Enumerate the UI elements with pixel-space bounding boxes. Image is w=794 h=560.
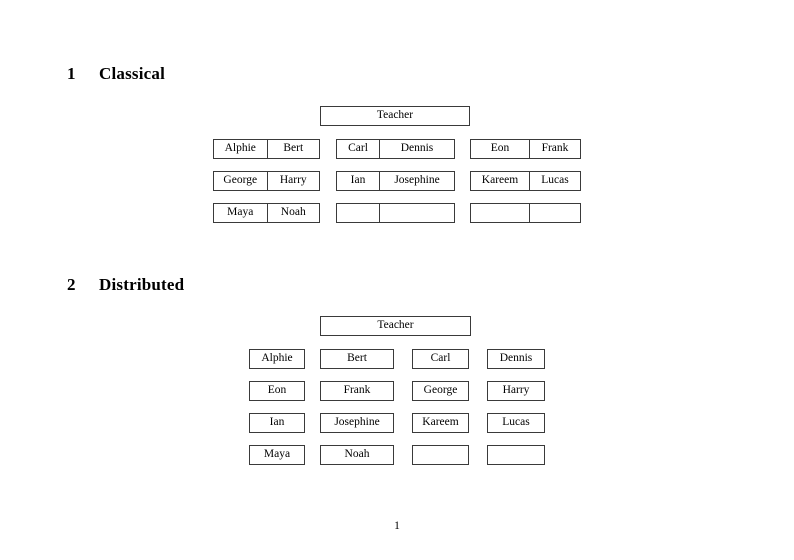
student-cell[interactable]: Josephine [379, 172, 454, 190]
student-cell[interactable]: Frank [529, 140, 580, 158]
student-cell[interactable]: Harry [266, 172, 320, 190]
section-heading-classical: 1 Classical [67, 64, 165, 84]
student-cell[interactable]: Carl [348, 142, 368, 155]
student-box[interactable]: Noah [320, 445, 394, 465]
student-cell[interactable] [337, 204, 379, 222]
student-box[interactable]: Ian [249, 413, 305, 433]
student-cell[interactable]: Noah [266, 204, 320, 222]
classical-group-2-row-1[interactable]: Carl Dennis [336, 139, 455, 159]
student-box[interactable]: Maya [249, 445, 305, 465]
classical-group-1-row-2[interactable]: George Harry [213, 171, 320, 191]
student-cell[interactable]: Eon [490, 142, 510, 155]
student-box[interactable]: Kareem [412, 413, 469, 433]
section-number: 2 [67, 275, 76, 294]
student-box[interactable]: Bert [320, 349, 394, 369]
section-title: Classical [99, 64, 166, 83]
student-box[interactable]: Frank [320, 381, 394, 401]
student-box[interactable]: Alphie [249, 349, 305, 369]
student-box[interactable]: Harry [487, 381, 545, 401]
page-number: 1 [394, 520, 400, 532]
student-cell[interactable]: George [223, 174, 258, 187]
classical-group-1-row-3[interactable]: Maya Noah [213, 203, 320, 223]
classical-group-3-row-2[interactable]: Kareem Lucas [470, 171, 581, 191]
student-box[interactable] [412, 445, 469, 465]
classical-group-2-row-2[interactable]: Ian Josephine [336, 171, 455, 191]
distributed-teacher-box[interactable]: Teacher [320, 316, 471, 336]
student-cell[interactable] [379, 204, 454, 222]
student-box[interactable]: Carl [412, 349, 469, 369]
student-box[interactable]: George [412, 381, 469, 401]
section-heading-distributed: 2 Distributed [67, 275, 184, 295]
student-box[interactable]: Josephine [320, 413, 394, 433]
student-cell[interactable] [471, 204, 529, 222]
classical-group-3-row-1[interactable]: Eon Frank [470, 139, 581, 159]
student-box[interactable] [487, 445, 545, 465]
student-cell[interactable]: Bert [266, 140, 320, 158]
student-cell[interactable]: Kareem [481, 174, 519, 187]
student-box[interactable]: Dennis [487, 349, 545, 369]
student-box[interactable]: Lucas [487, 413, 545, 433]
section-number: 1 [67, 64, 76, 83]
student-cell[interactable]: Alphie [224, 142, 256, 155]
student-cell[interactable]: Maya [227, 206, 254, 219]
student-cell[interactable]: Ian [350, 174, 366, 187]
student-cell[interactable] [529, 204, 580, 222]
classical-group-2-row-3[interactable] [336, 203, 455, 223]
section-title: Distributed [99, 275, 185, 294]
classical-teacher-box[interactable]: Teacher [320, 106, 470, 126]
student-cell[interactable]: Lucas [529, 172, 580, 190]
classical-group-1-row-1[interactable]: Alphie Bert [213, 139, 320, 159]
student-cell[interactable]: Dennis [379, 140, 454, 158]
classical-group-3-row-3[interactable] [470, 203, 581, 223]
student-box[interactable]: Eon [249, 381, 305, 401]
